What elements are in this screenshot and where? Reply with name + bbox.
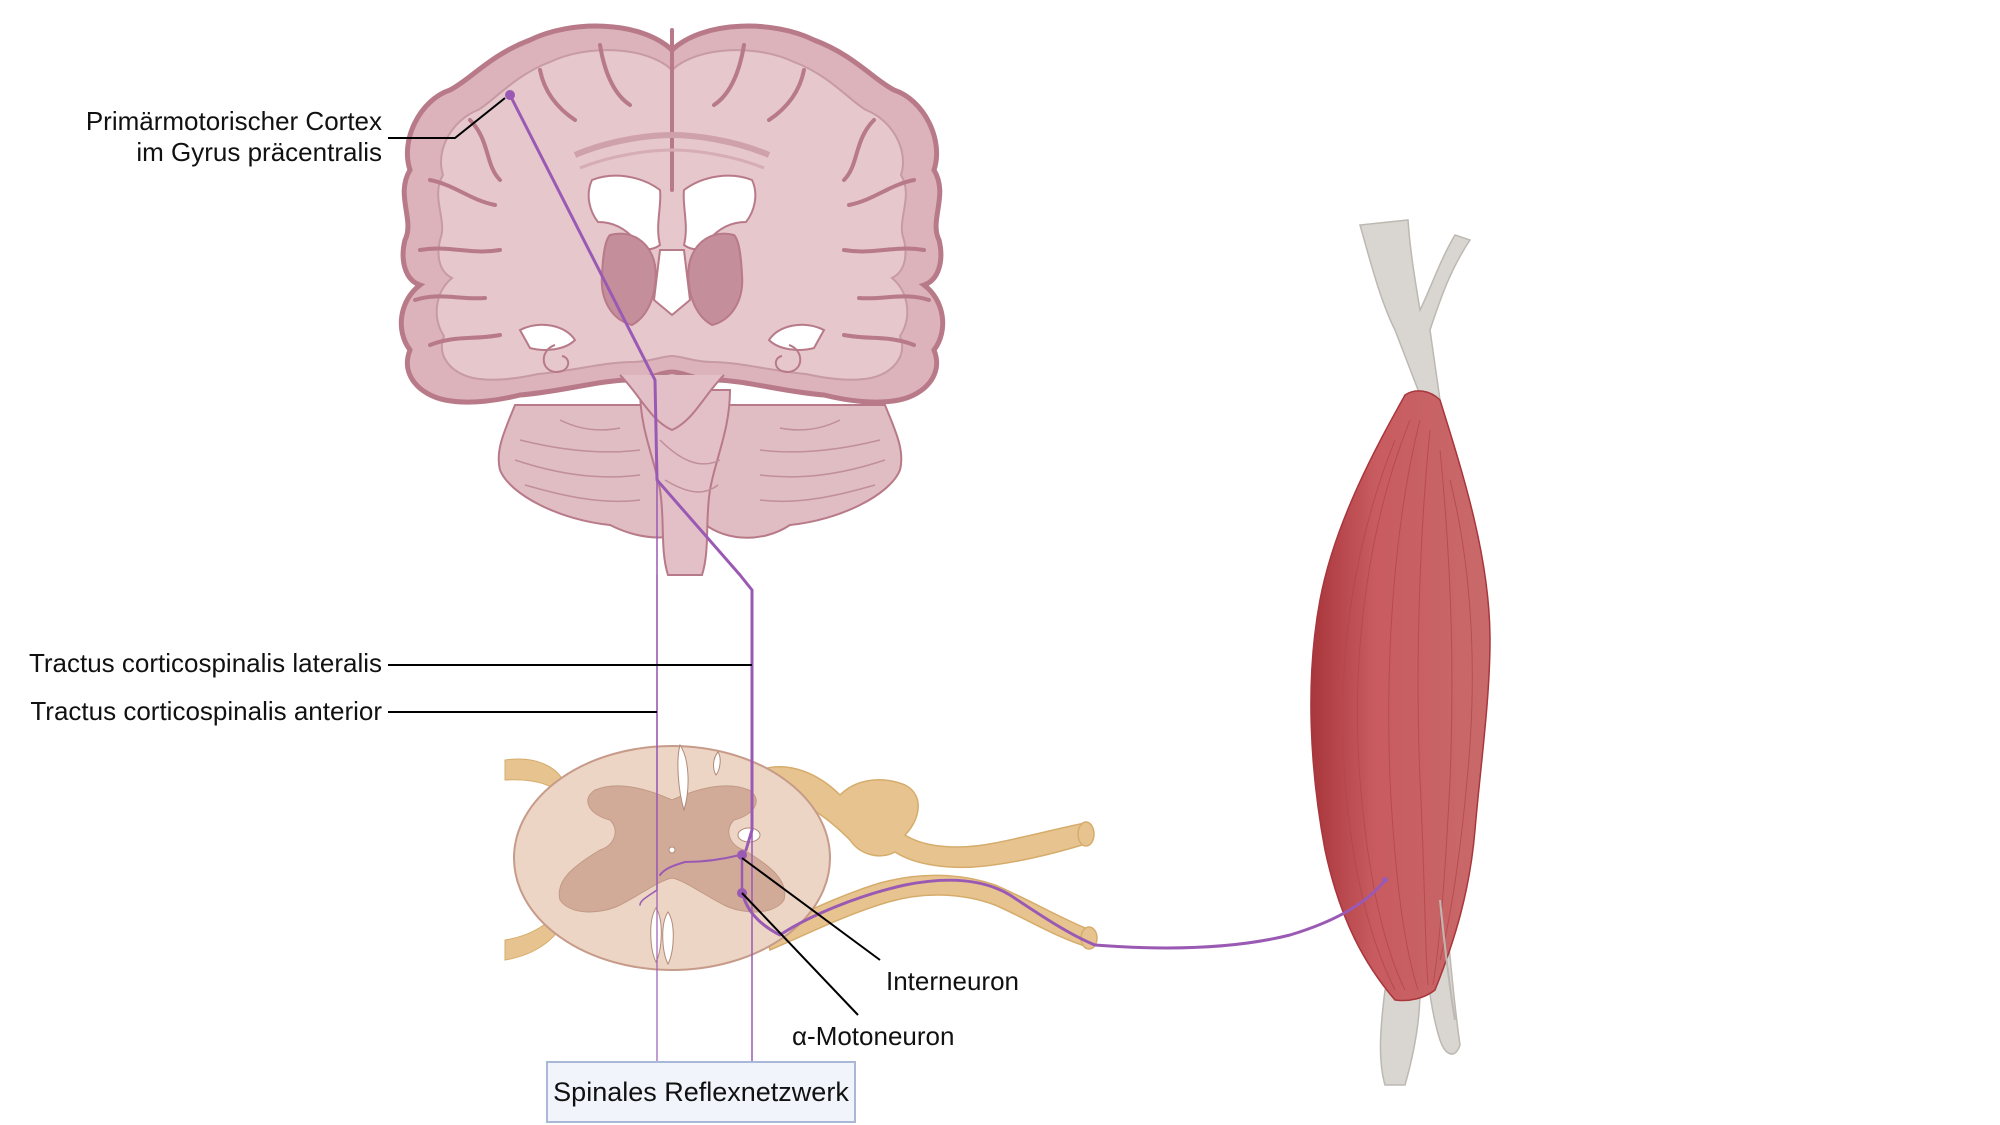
spinal-cord-cross-section <box>504 743 1098 971</box>
leader-lines <box>388 97 881 1016</box>
spinal-reflex-network-box: Spinales Reflexnetzwerk <box>546 1061 856 1123</box>
tendon-top <box>1359 219 1472 401</box>
cortex-neuron-soma <box>505 90 515 100</box>
muscle-belly <box>1310 390 1491 1002</box>
neural-pathway <box>508 93 1387 1062</box>
cortex-label-line2: im Gyrus präcentralis <box>136 137 382 167</box>
cortex-label-line1: Primärmotorischer Cortex <box>85 106 382 136</box>
brainstem <box>638 389 732 576</box>
interneuron-soma <box>737 850 747 860</box>
alpha-motoneuron-label: α-Motoneuron <box>792 1021 955 1051</box>
brain-coronal-section <box>398 23 946 576</box>
interneuron-leader <box>741 857 881 961</box>
alpha-motoneuron-axon <box>740 878 1387 950</box>
interneuron-connection <box>659 854 741 876</box>
interneuron-label: Interneuron <box>886 966 1019 996</box>
spinal-reflex-network-label: Spinales Reflexnetzwerk <box>553 1076 849 1107</box>
lateral-tract-label: Tractus corticospinalis lateralis <box>28 648 382 678</box>
skeletal-muscle <box>1310 219 1491 1086</box>
cortex-leader <box>388 97 506 139</box>
dorsal-root <box>758 766 1093 869</box>
anterior-tract-label: Tractus corticospinalis anterior <box>30 696 382 726</box>
motoneuron-leader <box>741 892 859 1016</box>
